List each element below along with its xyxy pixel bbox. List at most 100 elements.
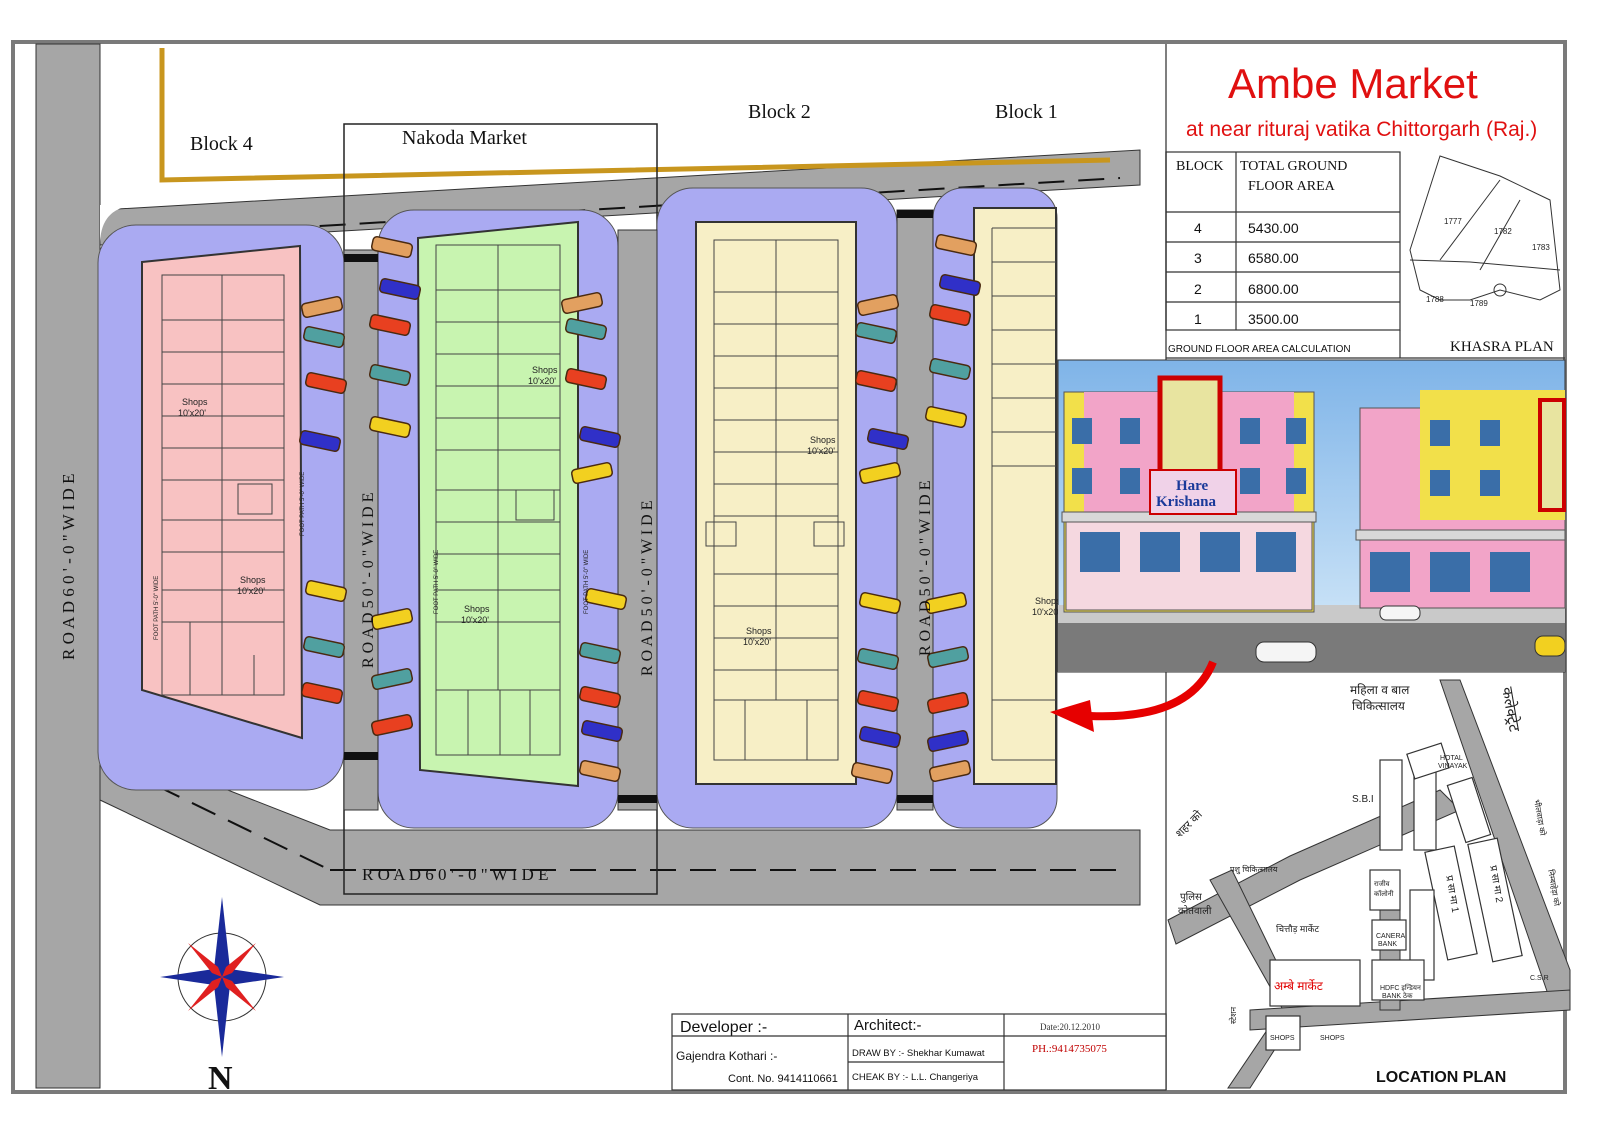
- road-mid3-label: R O A D 5 0 ' - 0 " W I D E: [917, 481, 934, 657]
- svg-text:Shops: Shops: [532, 365, 558, 375]
- khasra-caption: KHASRA PLAN: [1450, 339, 1554, 355]
- block2-building: [695, 221, 857, 785]
- developer-contact: Cont. No. 9414110661: [728, 1073, 838, 1085]
- svg-text:C.S.R: C.S.R: [1530, 975, 1549, 982]
- draw-by: DRAW BY :- Shekhar Kumawat: [852, 1048, 985, 1059]
- svg-text:BANK: BANK: [1378, 941, 1397, 948]
- svg-text:1: 1: [1194, 311, 1202, 327]
- table-header-area-1: TOTAL GROUND: [1240, 159, 1347, 174]
- location-shop-blocks: [1265, 742, 1523, 1051]
- block1-label: Block 1: [995, 101, 1058, 123]
- phone-number: PH.:9414735075: [1032, 1043, 1107, 1055]
- nakoda-building: [416, 220, 579, 788]
- road-bottom: [99, 739, 1141, 906]
- svg-text:SHOPS: SHOPS: [1270, 1035, 1295, 1042]
- block4-building: [141, 244, 304, 740]
- svg-text:10'x20': 10'x20': [807, 446, 835, 456]
- svg-text:5430.00: 5430.00: [1248, 220, 1299, 236]
- svg-text:VINAYAK: VINAYAK: [1438, 763, 1468, 770]
- compass-north-label: N: [208, 1060, 233, 1097]
- table-rows: 4 5430.00 3 6580.00 2 6800.00 1 3500.00: [1194, 220, 1299, 327]
- svg-text:10'x20': 10'x20': [237, 586, 265, 596]
- road-markers: [344, 210, 933, 803]
- svg-text:1788: 1788: [1426, 295, 1444, 304]
- svg-text:पशु चिकित्सालय: पशु चिकित्सालय: [1230, 864, 1278, 875]
- nakoda-market-label: Nakoda Market: [402, 127, 527, 149]
- road-gaps: [343, 209, 934, 811]
- svg-text:SHOPS: SHOPS: [1320, 1035, 1345, 1042]
- svg-text:चित्तौड़ मार्केट: चित्तौड़ मार्केट: [1276, 923, 1320, 934]
- project-title: Ambe Market: [1228, 60, 1478, 107]
- road-left-vertical: [35, 43, 101, 1089]
- drawing-date: Date:20.12.2010: [1040, 1022, 1100, 1032]
- svg-text:6580.00: 6580.00: [1248, 250, 1299, 266]
- svg-text:महिला व बाल: महिला व बाल: [1350, 683, 1410, 697]
- svg-text:1782: 1782: [1494, 227, 1512, 236]
- block1-building: [973, 207, 1057, 785]
- svg-text:1789: 1789: [1470, 299, 1488, 308]
- title-panel: Ambe Market at near rituraj vatika Chitt…: [1165, 44, 1537, 1090]
- svg-text:4: 4: [1194, 220, 1202, 236]
- building-render-image: [1057, 359, 1566, 673]
- svg-text:CANERA: CANERA: [1376, 933, 1406, 940]
- svg-text:अम्बे मार्केट: अम्बे मार्केट: [1274, 979, 1324, 993]
- check-by: CHEAK BY :- L.L. Changeriya: [852, 1072, 979, 1083]
- north-compass-icon: N: [160, 897, 284, 1097]
- parked-cars: [298, 233, 982, 785]
- svg-text:FOOT PATH 5'-0" WIDE: FOOT PATH 5'-0" WIDE: [300, 472, 306, 536]
- khasra-plot-numbers: 1777 1782 1783 1788 1789: [1426, 217, 1550, 308]
- road-mid2-label: R O A D 5 0 ' - 0 " W I D E: [639, 501, 656, 677]
- svg-text:HDFC इन्डियन: HDFC इन्डियन: [1380, 983, 1421, 992]
- svg-text:Shops: Shops: [182, 397, 208, 407]
- credits-table: [671, 1013, 1167, 1091]
- svg-text:6800.00: 6800.00: [1248, 281, 1299, 297]
- site-boundary-line: [159, 48, 1111, 183]
- svg-text:Shops: Shops: [240, 575, 266, 585]
- table-header-block: BLOCK: [1176, 159, 1223, 174]
- developer-heading: Developer :-: [680, 1019, 767, 1036]
- svg-text:10'x20': 10'x20': [178, 408, 206, 418]
- road-left-label: R O A D 6 0 ' - 0 " W I D E: [59, 474, 78, 660]
- svg-text:10'x20': 10'x20': [528, 376, 556, 386]
- architect-heading: Architect:-: [854, 1017, 922, 1034]
- svg-text:कॉलोनी: कॉलोनी: [1374, 889, 1394, 898]
- svg-text:1777: 1777: [1444, 217, 1462, 226]
- pointer-arrow: [1089, 660, 1217, 721]
- svg-text:FOOT PATH 5'-0" WIDE: FOOT PATH 5'-0" WIDE: [434, 550, 440, 614]
- pointer-arrow-head: [1050, 700, 1094, 732]
- road-corner-top: [100, 205, 140, 245]
- svg-text:पुलिस: पुलिस: [1180, 891, 1202, 903]
- road-network: [35, 43, 1141, 1089]
- render-sign-line2: Krishana: [1156, 494, 1217, 510]
- area-table: [1165, 151, 1565, 359]
- developer-name: Gajendra Kothari :-: [676, 1049, 777, 1063]
- block4-label: Block 4: [190, 133, 253, 155]
- svg-text:स्टेशन: स्टेशन: [1228, 1006, 1238, 1024]
- location-plan-caption: LOCATION PLAN: [1376, 1069, 1506, 1086]
- table-caption: GROUND FLOOR AREA CALCULATION: [1168, 344, 1351, 355]
- svg-text:चिकित्सालय: चिकित्सालय: [1352, 699, 1406, 713]
- svg-text:3500.00: 3500.00: [1248, 311, 1299, 327]
- svg-text:2: 2: [1194, 281, 1202, 297]
- svg-text:10'x20': 10'x20': [461, 615, 489, 625]
- svg-text:Shops: Shops: [1035, 596, 1061, 606]
- khasra-map: [1409, 155, 1561, 301]
- project-subtitle: at near rituraj vatika Chittorgarh (Raj.…: [1186, 118, 1537, 141]
- svg-text:3: 3: [1194, 250, 1202, 266]
- road-mid1-label: R O A D 5 0 ' - 0 " W I D E: [360, 493, 377, 669]
- location-labels: महिला व बाल चिकित्सालय कलेक्ट्रेट शहर को…: [1173, 683, 1562, 1042]
- svg-text:10'x20': 10'x20': [1032, 607, 1060, 617]
- render-sign-line1: Hare: [1176, 478, 1209, 494]
- svg-text:10'x20': 10'x20': [743, 637, 771, 647]
- svg-text:कोतवाली: कोतवाली: [1178, 905, 1212, 917]
- svg-text:HOTAL: HOTAL: [1440, 755, 1463, 762]
- road-bottom-label: R O A D 6 0 ' - 0 " W I D E: [362, 865, 548, 884]
- svg-text:Shops: Shops: [810, 435, 836, 445]
- svg-text:FOOT PATH 5'-0" WIDE: FOOT PATH 5'-0" WIDE: [584, 550, 590, 614]
- svg-text:FOOT PATH 5'-0" WIDE: FOOT PATH 5'-0" WIDE: [154, 576, 160, 640]
- svg-text:S.B.I: S.B.I: [1352, 794, 1374, 805]
- svg-text:BANK ठेक: BANK ठेक: [1382, 991, 1413, 1000]
- svg-text:1783: 1783: [1532, 243, 1550, 252]
